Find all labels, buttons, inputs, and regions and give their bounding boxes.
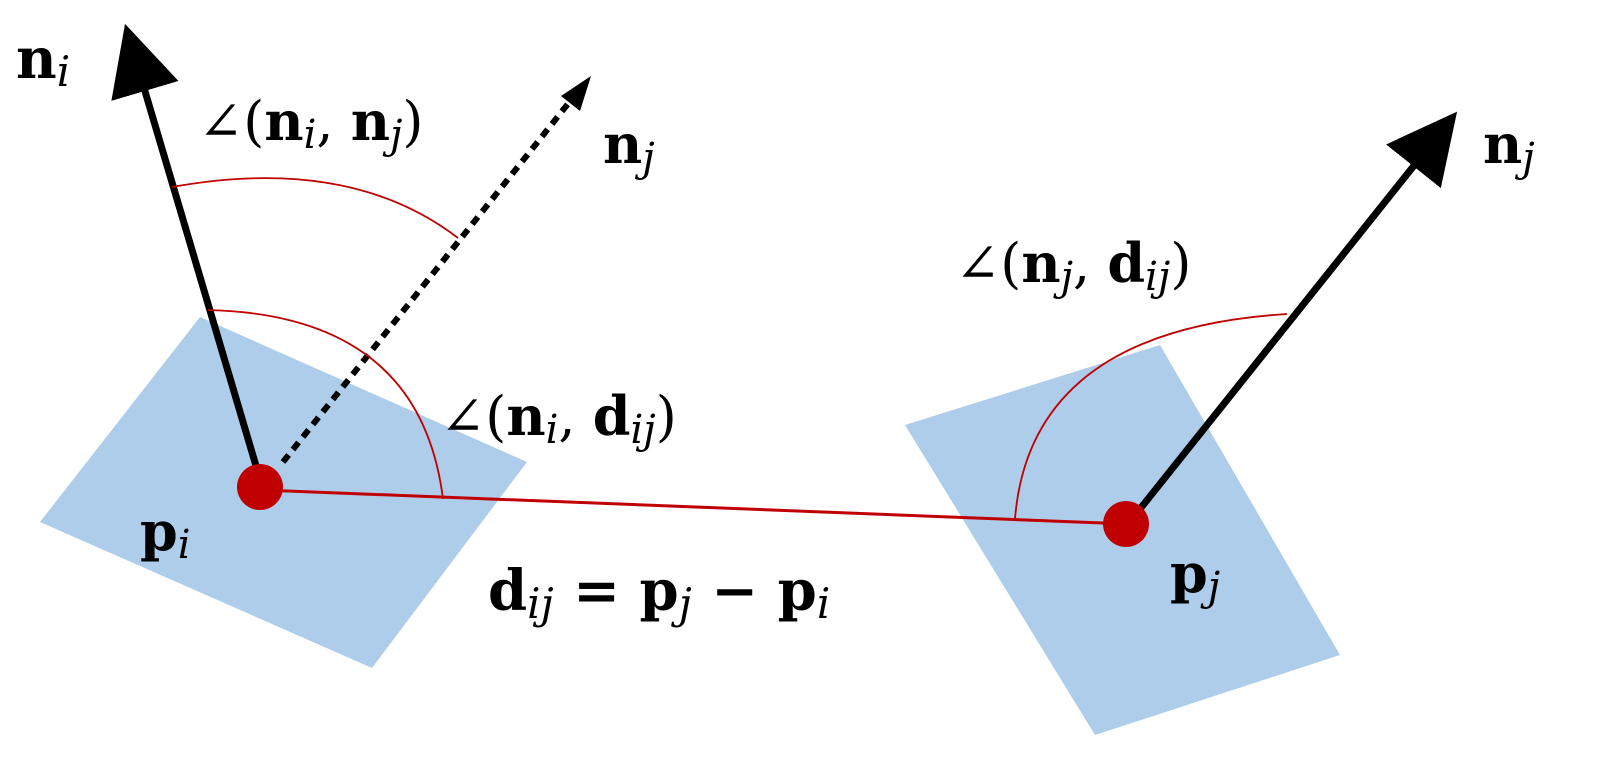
label-ni: ni [16,26,70,96]
label-pj: pj [1170,541,1220,610]
normal-vector-nj-translated-arrowhead [561,76,591,111]
normal-vector-nj-translated [280,93,578,464]
angle-arc-ni-dij [207,309,444,500]
angle-arc-ni-nj [171,177,459,239]
displacement-dij [261,488,1129,526]
label-angle-ni-nj: ∠(ni, nj) [198,89,423,158]
angle-arc-nj-dij [1014,313,1288,520]
label-nj: nj [1483,112,1535,181]
normal-vector-ni [111,23,266,487]
label-equation-dij: dij = pj − pi [488,558,830,628]
point-pi [237,464,283,510]
point-pj [1103,501,1149,547]
plane-left [40,317,527,668]
normal-vector-nj [1125,111,1458,527]
label-pi: pi [140,499,191,568]
label-nj-dashed: nj [603,112,655,181]
label-angle-nj-dij: ∠(nj, dij) [955,231,1191,300]
label-angle-ni-dij: ∠(ni, dij) [440,384,677,453]
